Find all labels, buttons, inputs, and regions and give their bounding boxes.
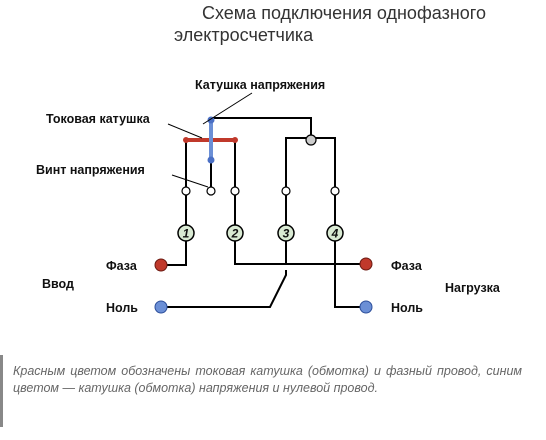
label-current-coil: Токовая катушка	[46, 112, 151, 126]
phase-out-node	[359, 257, 373, 271]
terminal-1: 1	[177, 224, 195, 242]
neutral-in-node	[154, 300, 168, 314]
post-4	[334, 191, 366, 308]
current-coil-dot-right	[232, 137, 238, 143]
label-neutral-in: Ноль	[106, 301, 138, 315]
contacts	[181, 186, 340, 196]
junction-node	[305, 134, 317, 146]
label-voltage-coil: Катушка напряжения	[195, 78, 325, 92]
phase-in-node	[154, 258, 168, 272]
caption: Красным цветом обозначены токовая катушк…	[0, 355, 546, 427]
voltage-coil-wire	[210, 117, 312, 138]
wiring-diagram: 1 2 3 4 Катушка напряжения Токовая катуш…	[36, 78, 501, 315]
wires	[161, 117, 366, 308]
contact-4	[330, 186, 340, 196]
pointer-voltage-coil	[202, 92, 253, 125]
label-load: Нагрузка	[445, 281, 501, 295]
post-3	[161, 191, 287, 308]
pointer-current-coil	[167, 123, 203, 139]
title-line-2: электросчетчика	[174, 25, 314, 45]
title-line-1: Схема подключения однофазного	[202, 3, 486, 23]
terminal-2: 2	[226, 224, 244, 242]
voltage-coil-dot-bottom	[207, 156, 215, 164]
label-phase-out: Фаза	[391, 259, 423, 273]
load-bus-wire-2	[311, 137, 336, 191]
contact-2	[230, 186, 240, 196]
post-2	[234, 191, 366, 265]
pointer-voltage-screw	[171, 174, 209, 188]
diagram-title: Схема подключения однофазного электросче…	[174, 2, 546, 46]
terminal-4: 4	[326, 224, 344, 242]
terminal-3: 3	[277, 224, 295, 242]
contact-1	[181, 186, 191, 196]
terminal-4-label: 4	[331, 227, 339, 241]
post-1	[161, 191, 187, 266]
terminal-2-label: 2	[231, 227, 239, 241]
contact-3	[281, 186, 291, 196]
label-phase-in: Фаза	[106, 259, 138, 273]
terminal-1-label: 1	[183, 227, 190, 241]
current-coil-dot-left	[183, 137, 189, 143]
label-input: Ввод	[42, 277, 74, 291]
contact-screw	[206, 186, 216, 196]
label-neutral-out: Ноль	[391, 301, 423, 315]
load-bus-wire	[285, 137, 311, 191]
label-voltage-screw: Винт напряжения	[36, 163, 145, 177]
terminal-3-label: 3	[283, 227, 290, 241]
neutral-out-node	[359, 300, 373, 314]
